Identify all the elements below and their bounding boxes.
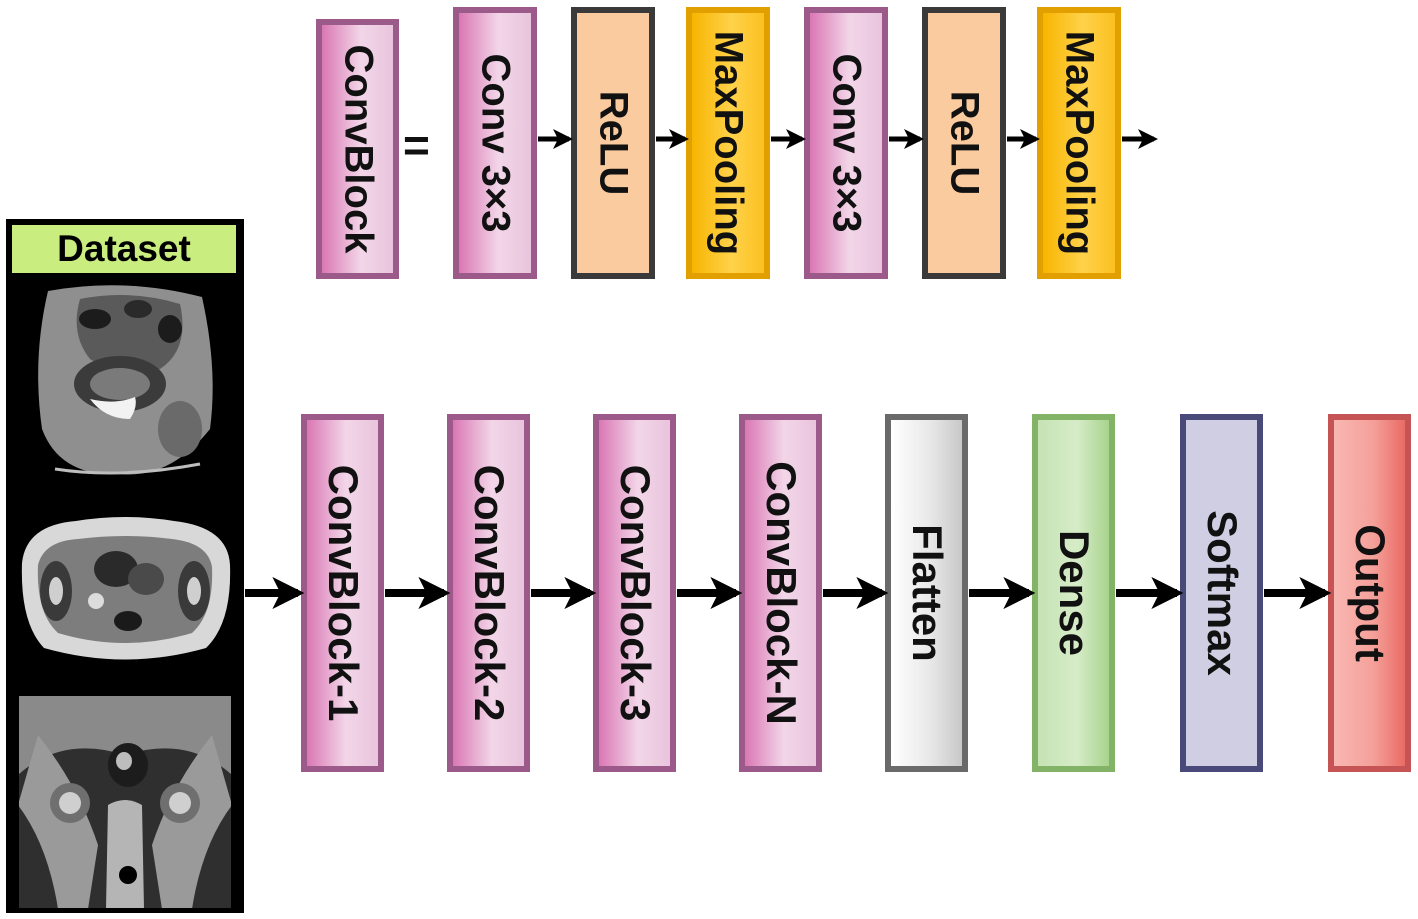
layer-conv-1: Conv 3×3 <box>453 7 537 279</box>
layer-relu-2: ReLU <box>922 7 1006 279</box>
layer-maxpool-1: MaxPooling <box>686 7 770 279</box>
equals-sign: = <box>403 119 430 171</box>
coronal-mri-icon <box>18 695 232 909</box>
layer-conv-2: Conv 3×3 <box>804 7 888 279</box>
convblock-definition-box: ConvBlock <box>316 19 399 279</box>
pipeline-convblock-2: ConvBlock-2 <box>447 414 530 772</box>
pipeline-convblock-1: ConvBlock-1 <box>301 414 384 772</box>
dataset-title: Dataset <box>57 228 191 269</box>
layer-maxpool-2: MaxPooling <box>1037 7 1121 279</box>
axial-mri-icon <box>16 503 234 673</box>
layer-relu-1: ReLU <box>571 7 655 279</box>
sagittal-mri-icon <box>20 279 230 489</box>
pipeline-convblock-3: ConvBlock-3 <box>593 414 676 772</box>
dataset-panel: Dataset <box>6 219 244 913</box>
pipeline-output: Output <box>1328 414 1411 772</box>
pipeline-dense: Dense <box>1032 414 1115 772</box>
dataset-label-box: Dataset <box>10 223 238 275</box>
